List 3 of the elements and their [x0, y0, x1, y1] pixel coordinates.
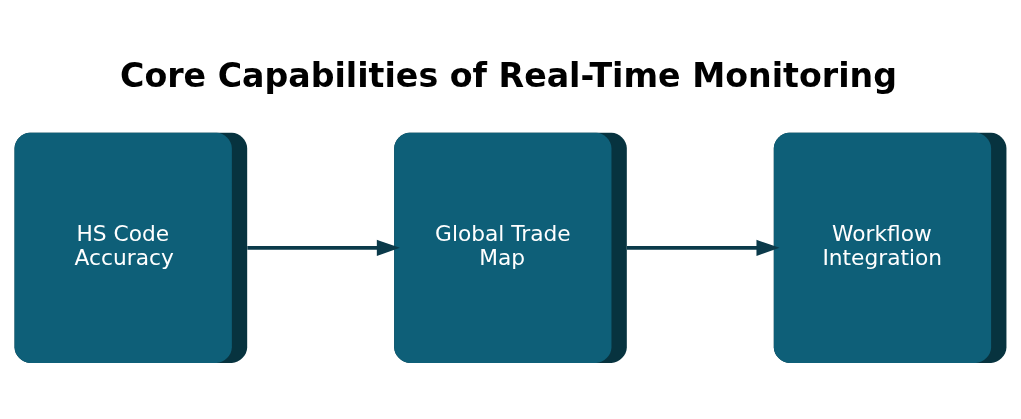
arrow [247, 239, 400, 256]
arrow [626, 239, 780, 256]
diagram-title: Core Capabilities of Real-Time Monitoring [120, 55, 897, 95]
